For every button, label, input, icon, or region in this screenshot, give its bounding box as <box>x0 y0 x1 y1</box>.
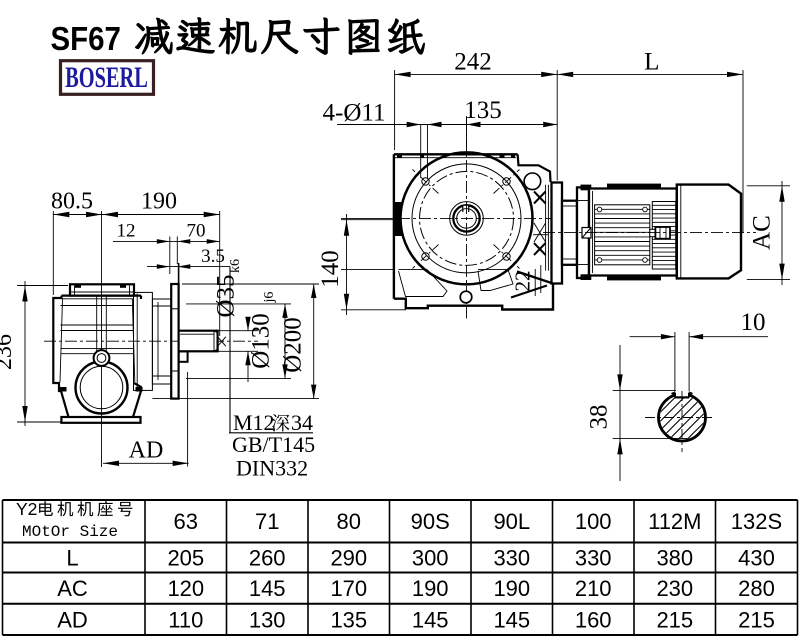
svg-text:M12: M12 <box>233 410 275 435</box>
svg-text:112M: 112M <box>648 509 701 534</box>
svg-text:4-Ø11: 4-Ø11 <box>323 99 386 126</box>
svg-text:140: 140 <box>317 250 344 288</box>
svg-text:L: L <box>644 49 659 76</box>
svg-text:145: 145 <box>249 576 286 601</box>
svg-text:12: 12 <box>117 221 136 242</box>
svg-text:330: 330 <box>575 546 612 571</box>
svg-text:210: 210 <box>575 576 612 601</box>
svg-text:38: 38 <box>586 405 613 430</box>
svg-text:135: 135 <box>330 607 367 632</box>
svg-text:120: 120 <box>167 576 204 601</box>
svg-text:430: 430 <box>738 546 775 571</box>
svg-text:135: 135 <box>464 97 502 124</box>
svg-text:242: 242 <box>454 49 492 76</box>
svg-text:110: 110 <box>168 607 203 632</box>
svg-text:290: 290 <box>330 546 367 571</box>
svg-text:AD: AD <box>129 438 164 464</box>
svg-text:AC: AC <box>57 576 88 601</box>
svg-text:Ø130: Ø130 <box>248 313 275 369</box>
svg-text:280: 280 <box>738 576 775 601</box>
svg-text:BOSERL: BOSERL <box>65 60 148 94</box>
svg-text:300: 300 <box>412 546 449 571</box>
svg-text:145: 145 <box>493 607 530 632</box>
svg-text:190: 190 <box>493 576 530 601</box>
svg-text:SF67: SF67 <box>51 19 121 57</box>
svg-text:L: L <box>66 546 78 571</box>
svg-text:63: 63 <box>174 509 198 534</box>
svg-text:34: 34 <box>291 410 313 435</box>
svg-text:145: 145 <box>412 607 449 632</box>
svg-text:160: 160 <box>575 607 612 632</box>
svg-text:k6: k6 <box>228 259 243 273</box>
svg-text:215: 215 <box>656 607 693 632</box>
svg-text:230: 230 <box>656 576 693 601</box>
svg-text:330: 330 <box>493 546 530 571</box>
svg-text:Ø200: Ø200 <box>280 317 307 373</box>
svg-text:j6: j6 <box>262 292 277 304</box>
svg-text:71: 71 <box>255 509 279 534</box>
svg-text:260: 260 <box>249 546 286 571</box>
svg-text:70: 70 <box>187 221 206 242</box>
svg-text:100: 100 <box>575 509 612 534</box>
svg-text:190: 190 <box>141 189 177 215</box>
svg-text:236: 236 <box>0 334 17 370</box>
svg-text:215: 215 <box>738 607 775 632</box>
svg-text:90L: 90L <box>493 509 530 534</box>
svg-text:AD: AD <box>57 607 88 632</box>
svg-text:DIN332: DIN332 <box>236 456 308 481</box>
svg-text:AC: AC <box>749 215 776 250</box>
svg-text:Ø35: Ø35 <box>213 274 240 317</box>
svg-text:132S: 132S <box>731 509 782 534</box>
svg-text:GB/T145: GB/T145 <box>232 432 315 457</box>
svg-text:3.5: 3.5 <box>201 246 225 267</box>
svg-text:170: 170 <box>330 576 367 601</box>
svg-text:80.5: 80.5 <box>51 189 93 215</box>
svg-text:205: 205 <box>167 546 204 571</box>
svg-text:380: 380 <box>656 546 693 571</box>
svg-text:Y2: Y2 <box>16 499 37 519</box>
svg-text:10: 10 <box>741 309 766 336</box>
svg-text:130: 130 <box>249 607 286 632</box>
svg-text:80: 80 <box>337 509 361 534</box>
svg-text:MOtOr Size: MOtOr Size <box>22 523 118 541</box>
svg-text:90S: 90S <box>411 509 450 534</box>
svg-text:190: 190 <box>412 576 449 601</box>
